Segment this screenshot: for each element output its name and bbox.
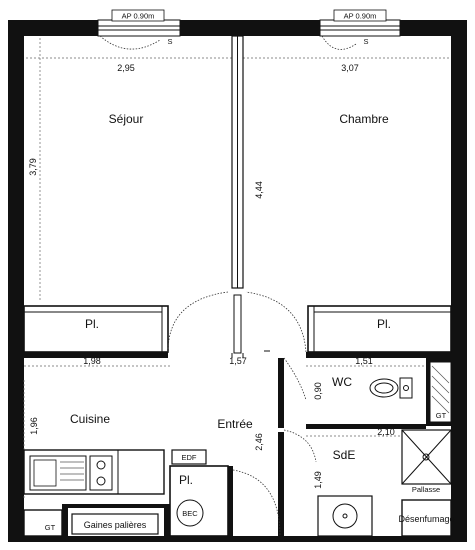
room-label-cuisine: Cuisine xyxy=(70,412,110,426)
outer-wall-right xyxy=(451,20,467,542)
dim-wc-width: 1,51 xyxy=(355,356,373,366)
wall-wc-bottom xyxy=(306,424,426,429)
gaines-paliere-box xyxy=(71,513,159,535)
outer-wall-top-left xyxy=(8,20,98,36)
outer-wall-top-right xyxy=(400,20,467,36)
gt-box-left xyxy=(23,509,63,537)
gt-label-left: GT xyxy=(45,523,56,532)
partition-central-lower xyxy=(233,294,242,354)
dim-entree-depth: 2,46 xyxy=(254,433,264,451)
desenfumage-label: Désenfumage xyxy=(398,514,454,524)
edf-panel xyxy=(171,449,207,465)
dim-sejour-depth: 3,79 xyxy=(28,158,38,176)
dim-chambre-width: 3,07 xyxy=(341,63,359,73)
dim-cuisine-depth: 1,96 xyxy=(29,417,39,435)
kitchen-sink xyxy=(29,455,87,491)
closet-label-right: Pl. xyxy=(377,317,391,331)
wall-kitchen-top xyxy=(24,352,168,358)
boiler-bec xyxy=(176,499,204,527)
wall-sde-left xyxy=(278,432,284,536)
bec-label: BEC xyxy=(182,509,198,518)
wall-wc-left xyxy=(278,358,284,428)
kitchen-cooktop xyxy=(89,455,113,491)
dim-sejour-width: 2,95 xyxy=(117,63,135,73)
dim-cuisine-width: 1,98 xyxy=(83,356,101,366)
closet-right xyxy=(307,305,452,353)
pallasse-label: Pallasse xyxy=(412,485,440,494)
washbasin xyxy=(317,495,373,537)
outer-wall-left xyxy=(8,20,24,542)
outer-wall-top-middle xyxy=(180,20,320,36)
s-label-left: S xyxy=(167,37,172,46)
room-label-sejour: Séjour xyxy=(109,112,144,126)
desenfumage-box xyxy=(401,499,452,537)
dim-partition-length: 4,44 xyxy=(254,181,264,199)
dim-sde-depth: 1,49 xyxy=(313,471,323,489)
room-label-entree: Entrée xyxy=(217,417,253,431)
dim-entry-width: 1,57 xyxy=(229,356,247,366)
closet-label-entry: Pl. xyxy=(179,473,193,487)
s-label-right: S xyxy=(363,37,368,46)
dim-sde-width: 2,10 xyxy=(377,427,395,437)
gt-label-right: GT xyxy=(436,411,447,420)
window-label-left: AP 0.90m xyxy=(122,12,155,21)
edf-label: EDF xyxy=(182,453,197,462)
window-label-right: AP 0.90m xyxy=(344,12,377,21)
closet-left xyxy=(23,305,169,353)
wc-toilet xyxy=(369,378,399,398)
outer-wall-bottom xyxy=(8,536,467,542)
wall-wc-top xyxy=(306,352,451,358)
room-label-chambre: Chambre xyxy=(339,112,389,126)
gaines-label: Gaines palières xyxy=(84,520,147,530)
room-label-wc: WC xyxy=(332,375,352,389)
closet-label-left: Pl. xyxy=(85,317,99,331)
window-left xyxy=(97,19,181,37)
room-label-sde: SdE xyxy=(333,448,356,462)
window-right xyxy=(319,19,401,37)
dim-wc-depth: 0,90 xyxy=(313,382,323,400)
